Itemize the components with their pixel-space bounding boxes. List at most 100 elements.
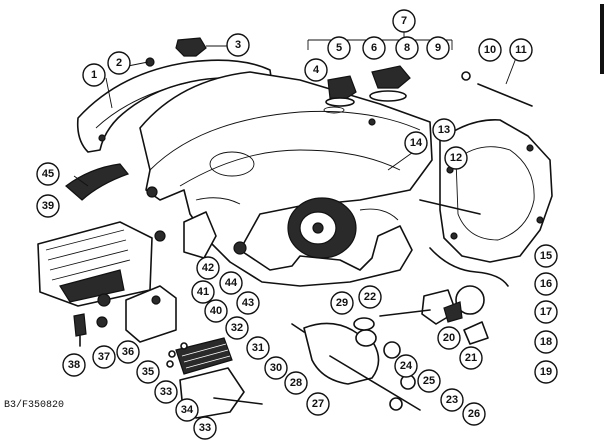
svg-text:30: 30	[270, 362, 282, 374]
handle-grip	[65, 163, 129, 201]
callout-12: 12	[444, 146, 468, 170]
svg-text:10: 10	[484, 44, 496, 56]
svg-text:4: 4	[313, 64, 320, 76]
svg-text:16: 16	[540, 278, 552, 290]
spark-plug	[73, 313, 87, 347]
svg-text:43: 43	[242, 297, 254, 309]
callout-15: 15	[534, 244, 558, 268]
callout-39: 39	[36, 194, 60, 218]
callout-17: 17	[534, 300, 558, 324]
callouts: 1 2 3 4 5 6 7 8 9 10 11 12 13 14 15 16 1…	[36, 9, 558, 440]
callout-2: 2	[107, 51, 131, 75]
svg-text:1: 1	[91, 69, 97, 81]
callout-11: 11	[509, 38, 533, 62]
svg-text:21: 21	[465, 352, 477, 364]
nut-10	[461, 71, 471, 81]
callout-26: 26	[462, 402, 486, 426]
part-21	[463, 321, 489, 345]
reference-code: B3/F350820	[4, 399, 64, 411]
svg-text:14: 14	[410, 137, 423, 149]
svg-text:28: 28	[290, 377, 302, 389]
svg-text:40: 40	[210, 305, 222, 317]
side-bolt	[419, 199, 481, 215]
svg-text:19: 19	[540, 366, 552, 378]
edge-mark	[600, 4, 604, 74]
svg-text:42: 42	[202, 262, 214, 274]
callout-25: 25	[417, 369, 441, 393]
callout-21: 21	[459, 346, 483, 370]
crankcase-housing	[139, 71, 433, 287]
svg-text:29: 29	[336, 297, 348, 309]
svg-text:11: 11	[515, 44, 527, 56]
svg-text:2: 2	[116, 57, 122, 69]
carburetor-cap-8	[369, 65, 411, 102]
svg-text:12: 12	[450, 152, 462, 164]
svg-text:20: 20	[443, 332, 455, 344]
nut-near-cylinder	[154, 230, 166, 242]
gasket-42	[183, 211, 217, 259]
ring-26	[389, 397, 403, 411]
callout-14: 14	[404, 131, 428, 155]
callout-5: 5	[327, 36, 351, 60]
callout-22: 22	[358, 285, 382, 309]
callout-38: 38	[62, 353, 86, 377]
callout-16: 16	[534, 272, 558, 296]
svg-text:24: 24	[400, 360, 413, 372]
svg-text:5: 5	[336, 42, 342, 54]
callout-41: 41	[191, 280, 215, 304]
small-screw	[368, 118, 376, 126]
svg-text:6: 6	[371, 42, 377, 54]
callout-35: 35	[136, 360, 160, 384]
callout-4: 4	[304, 58, 328, 82]
callout-44: 44	[219, 271, 243, 295]
callout-30: 30	[264, 356, 288, 380]
callout-27: 27	[306, 392, 330, 416]
carburetor-cap-5	[325, 75, 357, 107]
svg-text:33: 33	[199, 422, 211, 434]
callout-23: 23	[440, 388, 464, 412]
svg-text:44: 44	[225, 277, 238, 289]
cap-part-3	[175, 37, 207, 57]
svg-text:32: 32	[231, 322, 243, 334]
svg-text:36: 36	[122, 346, 134, 358]
svg-text:38: 38	[68, 359, 80, 371]
washer-4	[323, 106, 345, 114]
callout-19: 19	[534, 360, 558, 384]
svg-text:7: 7	[401, 15, 407, 27]
callout-32: 32	[225, 316, 249, 340]
rod-22	[379, 309, 431, 317]
svg-text:8: 8	[404, 42, 410, 54]
bearing-24	[383, 341, 401, 359]
svg-text:39: 39	[42, 200, 54, 212]
crankshaft	[291, 322, 421, 411]
svg-text:22: 22	[364, 291, 376, 303]
svg-text:41: 41	[197, 286, 209, 298]
callout-37: 37	[92, 345, 116, 369]
callout-9: 9	[426, 36, 450, 60]
svg-text:17: 17	[540, 306, 552, 318]
cable	[429, 247, 509, 287]
svg-text:15: 15	[540, 250, 552, 262]
callout-31: 31	[246, 336, 270, 360]
callout-34: 34	[175, 398, 199, 422]
svg-text:45: 45	[42, 168, 54, 180]
callout-33a: 33	[154, 380, 178, 404]
screen-grid	[175, 337, 233, 375]
svg-text:31: 31	[252, 342, 264, 354]
side-cover-plate	[439, 119, 553, 263]
callout-29: 29	[330, 291, 354, 315]
svg-text:13: 13	[438, 124, 450, 136]
cylinder	[37, 221, 153, 307]
callout-18: 18	[534, 330, 558, 354]
svg-text:3: 3	[235, 39, 241, 51]
callout-6: 6	[362, 36, 386, 60]
svg-text:9: 9	[435, 42, 441, 54]
svg-text:18: 18	[540, 336, 552, 348]
callout-8: 8	[395, 36, 419, 60]
clutch-drum	[421, 285, 485, 325]
svg-text:35: 35	[142, 366, 154, 378]
svg-text:27: 27	[312, 398, 324, 410]
long-bolt	[477, 83, 533, 107]
muffler-bolt	[213, 397, 263, 405]
